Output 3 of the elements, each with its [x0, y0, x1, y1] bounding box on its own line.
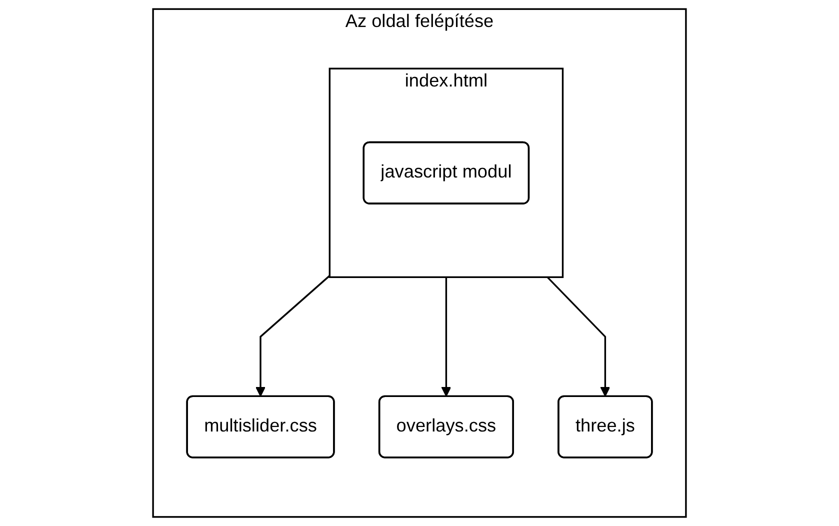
arrow	[256, 275, 330, 397]
arrow	[441, 277, 452, 397]
arrow	[546, 276, 610, 397]
